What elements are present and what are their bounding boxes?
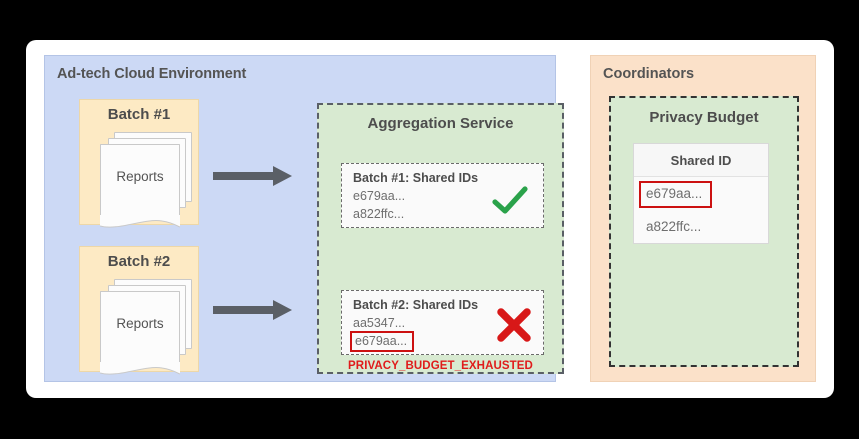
coordinators-panel: Coordinators Privacy Budget Shared ID e6… [590,55,816,382]
report-sheet-front: Reports [100,144,180,228]
sheet-wave-edge [100,362,180,375]
arrow-shaft [213,172,275,180]
adtech-cloud-environment-panel: Ad-tech Cloud Environment Batch #1 Repor… [44,55,564,382]
privacy-budget-panel: Privacy Budget Shared ID e679aa... a822f… [609,96,799,367]
diagram-canvas: Ad-tech Cloud Environment Batch #1 Repor… [26,40,834,398]
coordinators-panel-title: Coordinators [603,66,695,82]
arrow-shaft [213,306,275,314]
report-sheet-label: Reports [116,169,164,184]
table-cell-shared-id-flagged: e679aa... [639,181,713,208]
batch-1-box: Batch #1 Reports [79,99,199,228]
batch-2-card-title: Batch #2: Shared IDs [353,298,479,312]
privacy-budget-title: Privacy Budget [649,109,759,126]
shared-id-table: Shared ID e679aa... a822ffc... [633,143,769,244]
sheet-wave-edge [100,215,180,228]
batch-2-shared-ids-card: Batch #2: Shared IDs aa5347... e679aa... [341,290,544,355]
arrow-head [273,166,292,186]
table-header-shared-id: Shared ID [634,144,768,177]
batch-2-shared-id-2-flagged: e679aa... [350,331,415,352]
batch-2-shared-id-1: aa5347... [353,316,406,330]
batch-2-box: Batch #2 Reports [79,246,199,375]
batch-1-card-title: Batch #1: Shared IDs [353,171,479,185]
batch-1-shared-ids-card: Batch #1: Shared IDs e679aa... a822ffc..… [341,163,544,228]
aggregation-service-panel: Aggregation Service Batch #1: Shared IDs… [317,103,564,374]
batch-1-shared-id-2: a822ffc... [353,207,405,221]
privacy-budget-error-label: PRIVACY_BUDGET_EXHAUSTED [348,360,533,372]
batch-1-title: Batch #1 [107,106,171,123]
arrow-batch-2-to-aggregation [213,300,293,320]
report-sheet-label: Reports [116,316,164,331]
report-sheet-front: Reports [100,291,180,375]
batch-2-title: Batch #2 [107,253,171,270]
arrow-batch-1-to-aggregation [213,166,293,186]
adtech-panel-title: Ad-tech Cloud Environment [57,66,247,82]
table-row: a822ffc... [634,210,768,243]
batch-1-shared-id-1: e679aa... [353,189,406,203]
aggregation-service-title: Aggregation Service [367,115,514,132]
check-icon [492,186,528,214]
table-cell-shared-id: a822ffc... [634,210,768,243]
cross-icon [497,308,531,342]
table-row: e679aa... [634,177,768,210]
arrow-head [273,300,292,320]
